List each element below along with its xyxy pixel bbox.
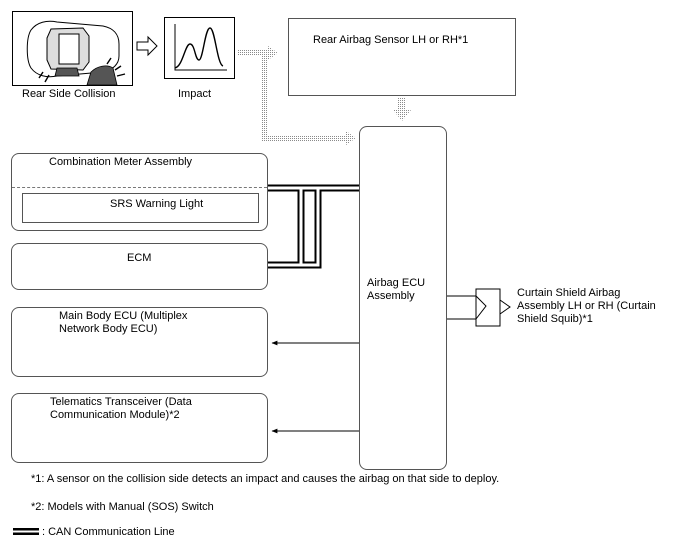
can-bus-lines xyxy=(268,184,360,269)
can-legend-label: : CAN Communication Line xyxy=(42,526,175,538)
sensor-to-ecu-signal xyxy=(393,97,411,121)
combination-meter-box: Combination Meter Assembly SRS Warning L… xyxy=(11,153,268,231)
telematics-box: Telematics Transceiver (Data Communicati… xyxy=(11,393,268,463)
impact-label: Impact xyxy=(178,88,212,100)
impact-image-box xyxy=(164,17,235,79)
srs-warning-light-label: SRS Warning Light xyxy=(110,198,204,210)
collision-arrow xyxy=(136,35,158,57)
collision-image-box xyxy=(12,11,133,86)
main-body-ecu-label: Main Body ECU (Multiplex Network Body EC… xyxy=(59,310,188,335)
telematics-label: Telematics Transceiver (Data Communicati… xyxy=(50,396,192,421)
collision-label: Rear Side Collision xyxy=(22,88,116,100)
impact-signal-path xyxy=(238,46,356,145)
car-collision-icon xyxy=(26,20,126,86)
airbag-ecu-box: Airbag ECU Assembly xyxy=(359,126,447,470)
footnote-2: *2: Models with Manual (SOS) Switch xyxy=(31,501,214,513)
curtain-airbag-label: Curtain Shield Airbag Assembly LH or RH … xyxy=(517,287,656,325)
footnote-1: *1: A sensor on the collision side detec… xyxy=(31,473,500,485)
airbag-ecu-label: Airbag ECU Assembly xyxy=(367,277,426,302)
rear-airbag-sensor-box: Rear Airbag Sensor LH or RH*1 xyxy=(288,18,516,96)
rear-airbag-sensor-label: Rear Airbag Sensor LH or RH*1 xyxy=(313,34,469,46)
srs-warning-light-box: SRS Warning Light xyxy=(22,193,259,223)
ecm-label: ECM xyxy=(127,252,152,264)
main-body-ecu-box: Main Body ECU (Multiplex Network Body EC… xyxy=(11,307,268,377)
impact-wave-icon xyxy=(174,24,227,71)
meter-divider xyxy=(12,187,267,188)
ecm-box: ECM xyxy=(11,243,268,290)
ecu-to-curtain-line xyxy=(446,288,511,327)
can-legend-symbol xyxy=(13,528,39,535)
combination-meter-label: Combination Meter Assembly xyxy=(49,156,193,168)
